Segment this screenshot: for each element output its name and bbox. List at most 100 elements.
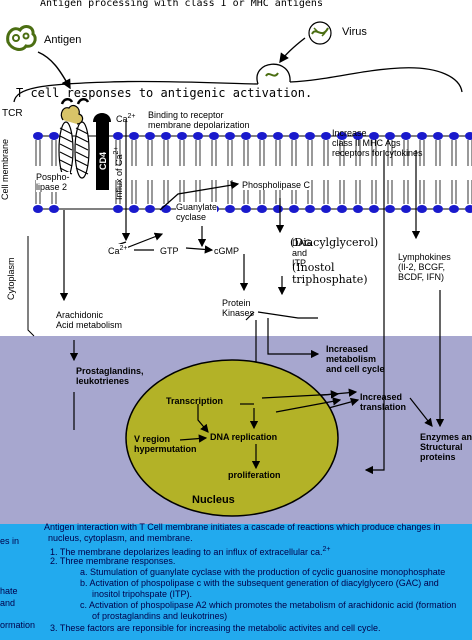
lipid-head — [225, 132, 235, 140]
phospholipase-2-label: Pospho-lipase 2 — [36, 172, 70, 192]
lipid-head — [385, 205, 395, 213]
antigen-label: Antigen — [44, 34, 82, 46]
tcr-label: TCR — [2, 108, 23, 119]
lipid-head — [289, 132, 299, 140]
lipid-head — [225, 205, 235, 213]
lipid-head — [273, 205, 283, 213]
lymphokines-label: Lymphokines(Il-2, BCGF,BCDF, IFN) — [398, 252, 451, 282]
phospholipase-c-label: Phospholipase C — [242, 180, 311, 190]
cgmp-label: cGMP — [214, 246, 240, 256]
transcription-label: Transcription — [166, 396, 224, 406]
nucleus-shape — [125, 359, 339, 517]
lipid-head — [113, 132, 123, 140]
description-item-3: 3. These factors are reponsible for incr… — [50, 623, 381, 633]
left-fragment-3: and — [0, 598, 16, 608]
lipid-head — [305, 205, 315, 213]
ca-low-label: Ca2+ — [108, 244, 128, 256]
description-item-2c-cont: of prostaglandins and leukotrines) — [92, 611, 228, 621]
lipid-head — [241, 205, 251, 213]
lipid-head — [33, 205, 43, 213]
lipid-head — [193, 132, 203, 140]
lipid-head — [417, 205, 427, 213]
lipid-head — [257, 132, 267, 140]
lipid-head — [49, 205, 59, 213]
lipid-head — [129, 205, 139, 213]
lipid-head — [369, 205, 379, 213]
lipid-head — [257, 205, 267, 213]
lipid-head — [401, 132, 411, 140]
lipid-head — [289, 205, 299, 213]
lipid-head — [449, 205, 459, 213]
left-fragment-4: ormation — [0, 620, 36, 630]
diacylglycerol-label: (Diacylglycerol) — [290, 236, 379, 249]
lipid-head — [49, 132, 59, 140]
lipid-head — [161, 132, 171, 140]
lipid-head — [129, 132, 139, 140]
lipid-head — [433, 205, 443, 213]
description-band — [0, 524, 472, 640]
description-intro: Antigen interaction with T Cell membrane… — [44, 522, 441, 532]
lipid-head — [449, 132, 459, 140]
lipid-head — [337, 205, 347, 213]
lipid-head — [369, 132, 379, 140]
lipid-head — [321, 132, 331, 140]
lipid-head — [353, 205, 363, 213]
lipid-head — [241, 132, 251, 140]
lipid-head — [161, 205, 171, 213]
lipid-head — [273, 132, 283, 140]
lipid-head — [33, 132, 43, 140]
ca-top-label: Ca2+ — [116, 113, 136, 124]
prostaglandins-label: Prostaglandins,leukotrienes — [76, 366, 144, 386]
antigen-icon — [6, 25, 37, 51]
virus-arrow — [279, 37, 306, 64]
cd4-label: CD4 — [98, 151, 108, 170]
lipid-head — [113, 205, 123, 213]
description-item-2: 2. Three membrane responses. — [50, 556, 176, 566]
influx-label: Influx of Ca2+ — [113, 146, 124, 200]
cytoplasm-bracket — [27, 236, 35, 337]
lipid-head — [465, 205, 472, 213]
diagram-header: Antigen processing with class I or MHC a… — [40, 0, 323, 9]
cd4-receptor-icon — [96, 122, 109, 190]
virus-label: Virus — [342, 26, 367, 38]
nucleus-label: Nucleus — [192, 494, 235, 506]
lipid-head — [337, 132, 347, 140]
lipid-head — [433, 132, 443, 140]
gtp-label: GTP — [160, 246, 179, 256]
diagram-subtitle: T cell responses to antigenic activation… — [16, 86, 313, 100]
lipid-head — [305, 132, 315, 140]
description-item-2b: b. Activation of phospolipase c with the… — [80, 578, 439, 588]
endocytic-vesicle-icon — [256, 63, 291, 85]
description-item-1: 1. The membrane depolarizes leading to a… — [50, 546, 331, 557]
lipid-head — [385, 132, 395, 140]
left-fragment-2: hate — [0, 586, 18, 596]
cytoplasm-label: Cytoplasm — [6, 257, 16, 300]
lipid-head — [145, 132, 155, 140]
description-item-2c: c. Activation of phospolipase A2 which p… — [80, 600, 457, 610]
description-intro-2: nucleus, cytoplasm, and membrane. — [48, 533, 193, 543]
lipid-head — [401, 205, 411, 213]
lipid-head — [417, 132, 427, 140]
surface-line — [13, 67, 463, 103]
antigen-arrow — [37, 51, 71, 90]
lipid-head — [209, 132, 219, 140]
virus-icon — [308, 21, 332, 45]
left-fragment-1: es in — [0, 536, 20, 546]
lipid-head — [145, 205, 155, 213]
lipid-head — [177, 132, 187, 140]
lipid-tails — [35, 140, 472, 204]
description-item-2b-cont: inositol tripohspate (ITP). — [92, 589, 193, 599]
tcr-receptor-icon — [58, 98, 90, 179]
